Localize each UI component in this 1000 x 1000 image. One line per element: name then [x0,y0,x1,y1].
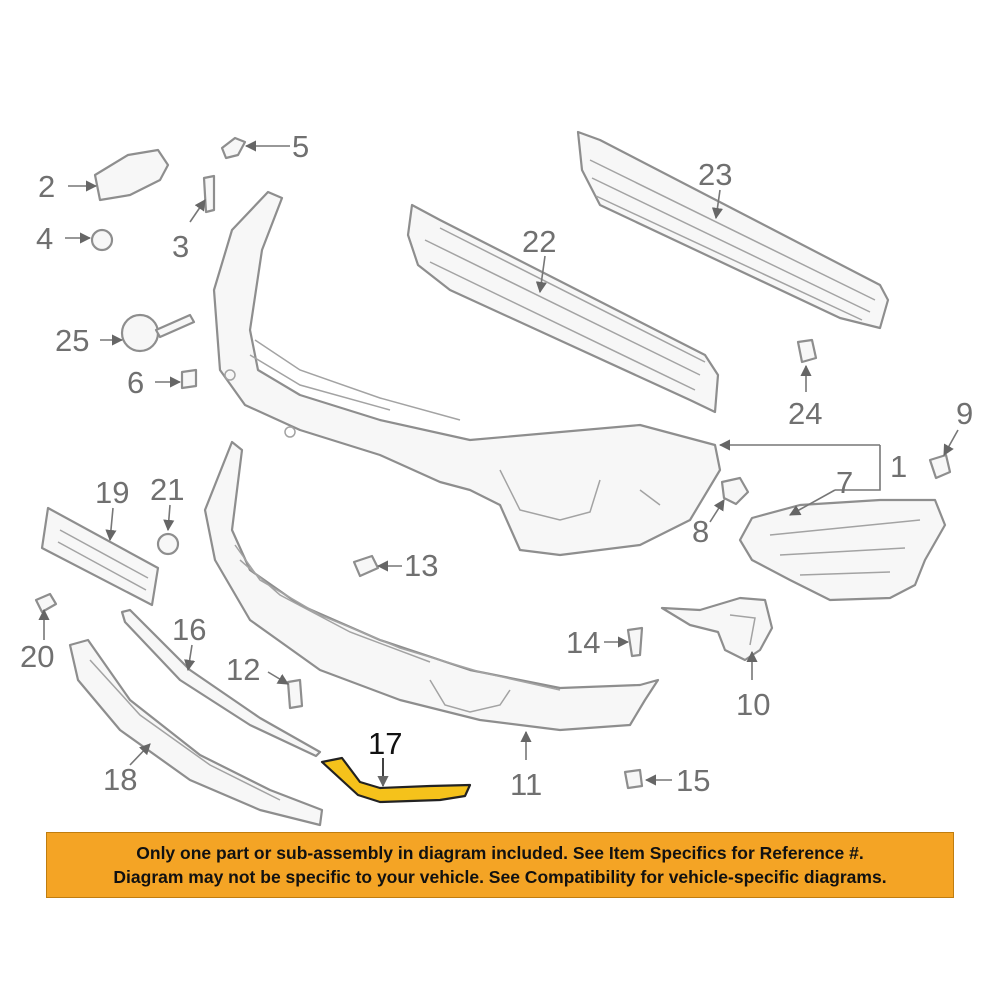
part-13-clip [352,554,380,578]
part-16-trim-strip [120,608,322,758]
callout-24: 24 [788,396,822,431]
callout-19: 19 [95,475,129,510]
callout-labels: 5 2 3 4 25 6 22 23 24 1 7 9 8 19 21 13 2… [20,129,973,802]
callout-18: 18 [103,762,137,797]
part-4-nut [90,228,114,252]
part-23-grille [576,130,890,330]
part-6-clip [180,368,198,390]
callout-13: 13 [404,548,438,583]
callout-12: 12 [226,652,260,687]
callout-21: 21 [150,472,184,507]
callout-9: 9 [956,396,973,431]
part-20-screw [34,592,58,614]
part-1-bumper-cover [212,190,722,557]
callout-8: 8 [692,514,709,549]
leader-lines [38,140,959,788]
callout-1: 1 [890,449,907,484]
callout-23: 23 [698,157,732,192]
callout-20: 20 [20,639,54,674]
callout-6: 6 [127,365,144,400]
part-7-bracket [738,498,947,602]
part-11-lower-cover [203,440,660,732]
part-8-clip [720,476,750,506]
part-12-screw [286,678,304,710]
part-19-plate-bracket [40,506,160,607]
callout-3: 3 [172,229,189,264]
callout-11: 11 [510,767,542,802]
part-3-screw [202,174,216,214]
disclaimer-banner: Only one part or sub-assembly in diagram… [46,832,954,898]
part-10-bezel [660,596,774,662]
fasteners [34,136,952,790]
callout-7: 7 [836,465,853,500]
part-15-clip [623,768,644,790]
disclaimer-line-2: Diagram may not be specific to your vehi… [113,867,887,887]
callout-10: 10 [736,687,770,722]
callout-25: 25 [55,323,89,358]
part-22-reinforcement [406,203,720,414]
callout-2: 2 [38,169,55,204]
part-5-pin [220,136,247,160]
part-2-bracket [93,148,170,202]
callout-16: 16 [172,612,206,647]
callout-17: 17 [368,726,402,761]
part-25-ring [120,313,160,353]
part-14-screw [626,626,644,658]
callout-15: 15 [676,763,710,798]
part-17-highlighted-bracket [320,756,472,804]
part-18-valance [68,638,324,827]
callout-4: 4 [36,221,53,256]
callout-22: 22 [522,224,556,259]
part-24-pin [796,338,818,364]
part-9-clip [928,453,952,480]
callout-5: 5 [292,129,309,164]
part-21-nut [156,532,180,556]
disclaimer-line-1: Only one part or sub-assembly in diagram… [136,843,864,863]
callout-14: 14 [566,625,600,660]
